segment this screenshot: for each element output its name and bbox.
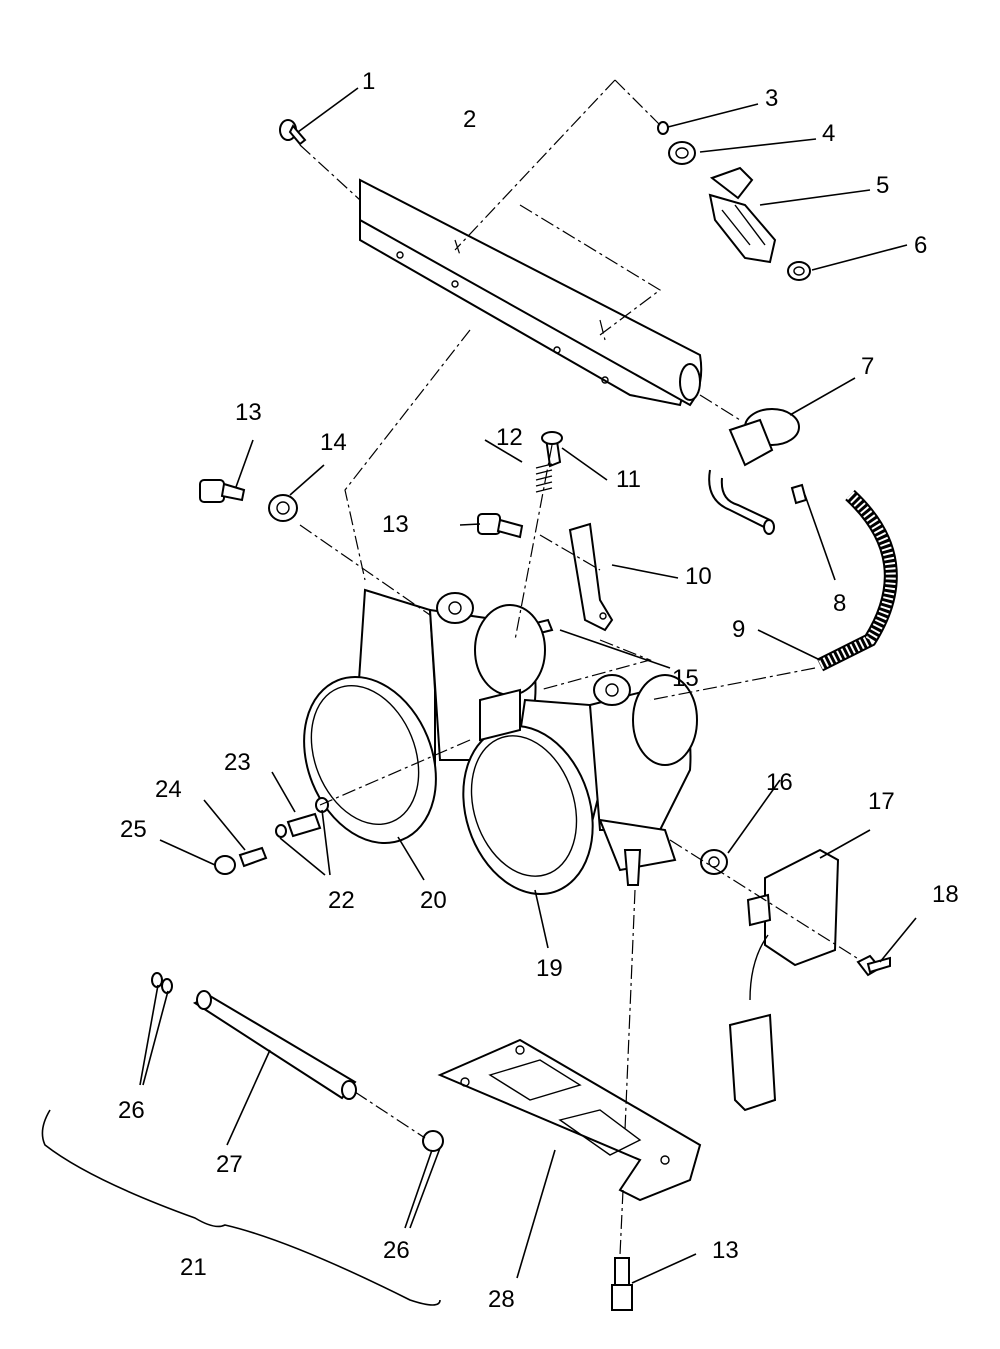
callout-4: 4 bbox=[822, 120, 835, 147]
assembly-centerlines bbox=[299, 79, 861, 1256]
throttle-body-right bbox=[462, 674, 698, 896]
callout-15: 15 bbox=[672, 665, 699, 692]
bottom-bolt bbox=[611, 1257, 633, 1311]
callout-3: 3 bbox=[765, 85, 778, 112]
callout-20: 20 bbox=[420, 887, 447, 914]
callout-labels: 1 2 3 4 5 6 7 8 9 10 11 12 13 13 13 14 1… bbox=[118, 68, 959, 1313]
callout-27: 27 bbox=[216, 1151, 243, 1178]
callout-22: 22 bbox=[328, 887, 355, 914]
bracket-and-pin bbox=[526, 522, 614, 637]
shaft-assembly bbox=[151, 972, 444, 1152]
pressure-regulator bbox=[708, 408, 808, 535]
group-brace bbox=[41, 1109, 441, 1306]
callout-23: 23 bbox=[224, 749, 251, 776]
callout-24: 24 bbox=[155, 776, 182, 803]
callout-19: 19 bbox=[536, 955, 563, 982]
screw-part-1 bbox=[279, 119, 307, 146]
callout-11: 11 bbox=[616, 466, 641, 493]
callout-1: 1 bbox=[362, 68, 375, 95]
callout-18: 18 bbox=[932, 881, 959, 908]
callout-26-left: 26 bbox=[118, 1097, 145, 1124]
callout-6: 6 bbox=[914, 232, 927, 259]
callout-2: 2 bbox=[463, 106, 476, 133]
fuel-hose bbox=[816, 489, 898, 672]
callout-25: 25 bbox=[120, 816, 147, 843]
callout-16: 16 bbox=[766, 769, 793, 796]
callout-5: 5 bbox=[876, 172, 889, 199]
callout-12: 12 bbox=[496, 424, 523, 451]
callout-8: 8 bbox=[833, 590, 846, 617]
callout-21: 21 bbox=[180, 1254, 207, 1281]
leader-lines bbox=[139, 87, 917, 1284]
callout-28: 28 bbox=[488, 1286, 515, 1313]
fuel-rail bbox=[359, 178, 703, 407]
callout-10: 10 bbox=[685, 563, 712, 590]
callout-9: 9 bbox=[732, 616, 745, 643]
callout-17: 17 bbox=[868, 788, 895, 815]
callout-26-right: 26 bbox=[383, 1237, 410, 1264]
callout-14: 14 bbox=[320, 429, 347, 456]
idle-adjuster-parts bbox=[214, 797, 329, 875]
callout-13-middle: 13 bbox=[382, 511, 409, 538]
injector-assembly bbox=[657, 121, 811, 281]
callout-13-upper-left: 13 bbox=[235, 399, 262, 426]
callout-7: 7 bbox=[861, 353, 874, 380]
mounting-plate bbox=[437, 1038, 702, 1202]
callout-13-bottom: 13 bbox=[712, 1237, 739, 1264]
throttle-position-sensor bbox=[700, 848, 891, 1112]
